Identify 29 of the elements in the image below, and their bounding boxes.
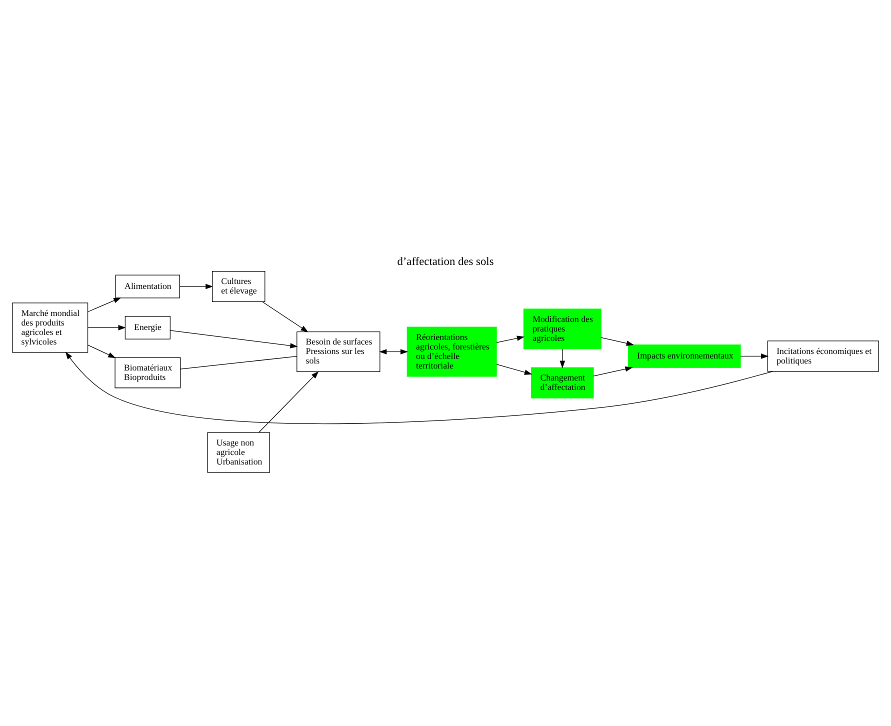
arrow [560, 348, 566, 368]
node-box: Incitations économiques et politiques [767, 340, 879, 372]
arrow [379, 349, 408, 354]
connector [180, 356, 298, 370]
arrow [180, 284, 214, 290]
node-box: Changement d’affectation [531, 367, 594, 398]
arrow [88, 344, 116, 358]
node-box: Modification des pratiques agricoles [523, 308, 602, 350]
node-box: Biomatériaux Bioproduits [114, 357, 181, 388]
arrow [593, 366, 633, 376]
node-box: Réorientations agricoles, forestières ou d’échelle territoriale [406, 326, 497, 377]
arrow [88, 298, 122, 312]
arrow [496, 336, 525, 343]
node-box: Cultures et élevage [212, 270, 266, 302]
arrow [496, 364, 532, 375]
arrow [258, 371, 319, 433]
node-box: Marché mondial des produits agricoles et sylvicoles [12, 302, 88, 353]
arrow [740, 354, 769, 359]
arrow [262, 301, 308, 332]
arrow [600, 337, 634, 346]
node-box: Usage non agricole Urbanisation [207, 432, 270, 473]
node-box: Besoin de surfaces Pressions sur les sols [296, 331, 380, 372]
diagram-title: d’affectation des sols [397, 256, 494, 268]
arrow [88, 325, 126, 330]
arrow [170, 330, 298, 348]
node-box: Impacts environnementaux [628, 344, 741, 368]
node-box: Energie [124, 316, 170, 340]
arrow [65, 352, 773, 424]
node-box: Alimentation [115, 274, 180, 298]
